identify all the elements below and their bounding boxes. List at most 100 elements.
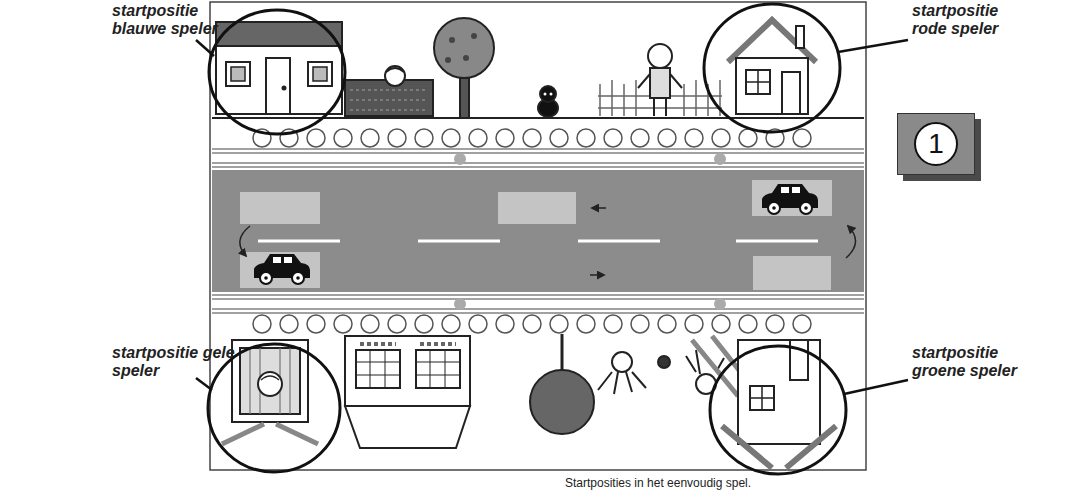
board-rect (746, 70, 770, 94)
board-line (212, 152, 864, 153)
track-spaces-top (253, 129, 811, 147)
board-path (638, 74, 682, 116)
board-circle (280, 315, 298, 333)
board-rect (240, 252, 320, 288)
board-path (360, 342, 456, 346)
board-rect (796, 26, 804, 48)
board-circle (454, 153, 466, 165)
board-circle (442, 315, 460, 333)
board-rect (266, 58, 290, 114)
board-circle (388, 129, 406, 147)
board-line (212, 294, 864, 295)
board-line (196, 40, 214, 56)
board-circle (283, 87, 286, 90)
board-path (746, 70, 770, 94)
board-rect (753, 256, 831, 290)
top-scene (212, 18, 864, 118)
board-rect (750, 386, 774, 410)
board-circle (685, 129, 703, 147)
board-rect (226, 62, 250, 86)
board-line (838, 40, 908, 52)
board-rect (216, 22, 342, 114)
board-circle (658, 129, 676, 147)
board-circle (544, 93, 547, 96)
board-use (254, 254, 310, 284)
board-circle (415, 129, 433, 147)
board-circle (258, 372, 282, 396)
board-path (222, 424, 318, 444)
start-position-label: startpositie groene speler (912, 344, 1037, 380)
track-spaces-bottom (253, 315, 811, 333)
board-circle (361, 315, 379, 333)
board-circle (469, 315, 487, 333)
sidewalk-top (212, 149, 864, 167)
board-circle (712, 129, 730, 147)
board-rect (416, 350, 460, 388)
board-rect (460, 78, 469, 118)
board-line (592, 207, 606, 209)
board-path (240, 226, 250, 256)
board-line (196, 378, 212, 390)
board-rect (498, 192, 576, 224)
board-line (561, 334, 564, 372)
board-line (590, 274, 604, 276)
start-position-rings (208, 4, 846, 474)
start-position-label: startpositie blauwe speler (112, 2, 237, 38)
board-circle (714, 298, 726, 310)
board-circle (739, 129, 757, 147)
board-ellipse (209, 10, 345, 134)
board-circle (445, 57, 451, 63)
board-circle (612, 352, 632, 372)
sidewalk-bottom (212, 295, 864, 313)
board-circle (712, 315, 730, 333)
board-path (356, 350, 460, 388)
board-circle (577, 129, 595, 147)
board-circle (631, 129, 649, 147)
board-path (261, 376, 279, 380)
board-rect (356, 350, 400, 388)
board-circle (469, 129, 487, 147)
board-circle (496, 129, 514, 147)
board-frame (210, 2, 866, 470)
board-rect (308, 62, 332, 86)
board-path (750, 386, 774, 410)
board-circle (550, 93, 553, 96)
board-rect (738, 340, 820, 444)
board-rect (345, 336, 470, 406)
board-use (762, 184, 818, 214)
board-ellipse (710, 346, 846, 474)
board-rect (240, 348, 300, 414)
board-circle (550, 315, 568, 333)
board-circle (604, 129, 622, 147)
board-rect (752, 180, 832, 216)
board-circle (739, 315, 757, 333)
board-circle (449, 37, 455, 43)
board-circle (463, 55, 469, 61)
board-ellipse (208, 344, 340, 472)
figure-caption: Startposities in het eenvoudig spel. (565, 476, 751, 490)
board-ellipse (704, 4, 840, 132)
level-card: 1 (897, 113, 975, 175)
start-position-label: startpositie rode speler (912, 2, 1037, 38)
board-path (386, 68, 404, 72)
card-number: 1 (914, 122, 958, 166)
board-circle (631, 315, 649, 333)
board-circle (766, 315, 784, 333)
board-rect (782, 72, 800, 114)
board-rect (736, 58, 808, 114)
board-circle (530, 370, 594, 434)
start-position-label: startpositie gele speler (112, 344, 237, 380)
board-circle (334, 315, 352, 333)
board-circle (714, 153, 726, 165)
board-line (212, 117, 864, 119)
board-circle (471, 33, 477, 39)
board-circle (540, 86, 556, 102)
board-rect (231, 67, 245, 81)
board-circle (454, 298, 466, 310)
board-circle (253, 315, 271, 333)
board-rect (345, 80, 433, 116)
board-line (212, 312, 864, 313)
board-circle (523, 129, 541, 147)
